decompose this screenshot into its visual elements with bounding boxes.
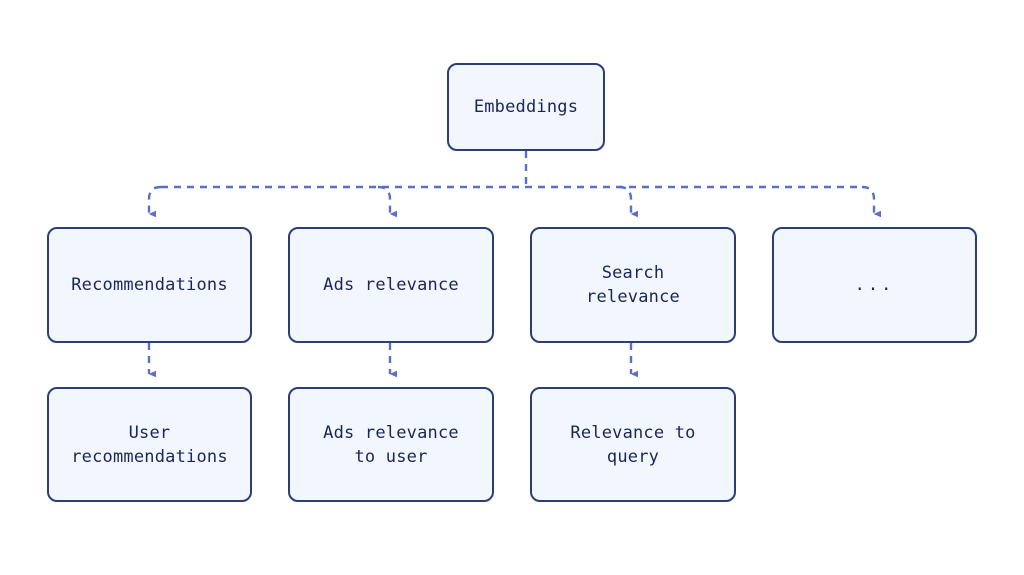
edge-arrow <box>618 185 639 218</box>
node-search-relevance-label: Search relevance <box>586 263 680 307</box>
node-ads-relevance-to-user-label: Ads relevance to user <box>323 422 459 467</box>
node-relevance-to-query-label: Relevance to query <box>570 422 696 467</box>
node-ads-relevance-to-user[interactable]: Ads relevance to user <box>288 387 494 502</box>
node-recommendations-label: Recommendations <box>71 275 228 295</box>
node-search-relevance[interactable]: Search relevance <box>530 227 736 343</box>
node-more[interactable]: ... <box>772 227 977 343</box>
edge-arrow <box>147 185 162 218</box>
edge-arrow <box>861 185 882 218</box>
node-ads-relevance[interactable]: Ads relevance <box>288 227 494 343</box>
node-embeddings-label: Embeddings <box>473 97 579 117</box>
node-ads-relevance-label: Ads relevance <box>323 275 459 295</box>
edge-arrow <box>377 185 398 218</box>
node-user-recommendations-label: User recommendations <box>71 422 228 467</box>
node-recommendations[interactable]: Recommendations <box>47 227 252 343</box>
node-embeddings[interactable]: Embeddings <box>447 63 605 151</box>
node-more-label: ... <box>854 275 895 295</box>
node-user-recommendations[interactable]: User recommendations <box>47 387 252 502</box>
node-relevance-to-query[interactable]: Relevance to query <box>530 387 736 502</box>
